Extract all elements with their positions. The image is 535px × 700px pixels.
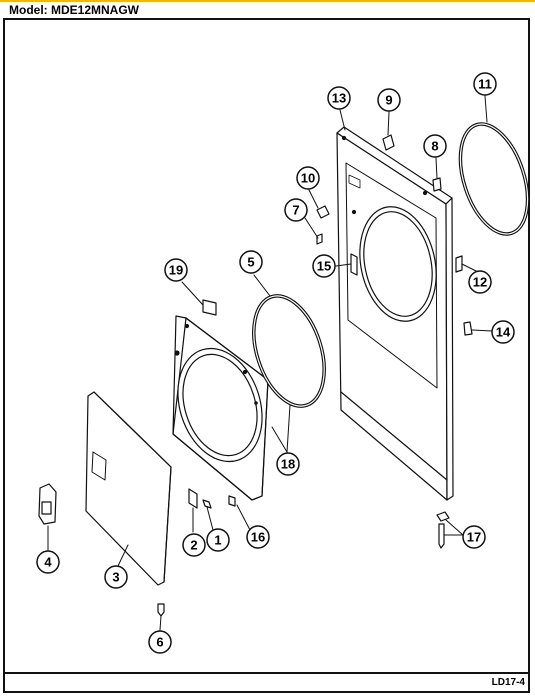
callout-group: 13 9 11 8 10 7 15 12 14 5 19 18 16 1 2 3… bbox=[36, 72, 515, 654]
callout-3: 3 bbox=[104, 565, 128, 589]
leader-lines bbox=[47, 95, 493, 631]
callout-18: 18 bbox=[276, 452, 300, 476]
top-accent-strip bbox=[0, 0, 535, 2]
callout-1-label: 1 bbox=[214, 533, 221, 548]
callout-1: 1 bbox=[206, 528, 230, 552]
callout-14-label: 14 bbox=[496, 325, 511, 340]
callout-13: 13 bbox=[327, 86, 351, 110]
callout-11: 11 bbox=[473, 72, 497, 96]
callout-5: 5 bbox=[239, 250, 263, 274]
callout-19: 19 bbox=[164, 258, 188, 282]
callout-6-label: 6 bbox=[156, 635, 163, 650]
callout-7-label: 7 bbox=[292, 203, 299, 218]
front-panel bbox=[336, 126, 454, 501]
callout-7: 7 bbox=[284, 198, 308, 222]
callout-11-label: 11 bbox=[478, 77, 492, 92]
callout-10: 10 bbox=[296, 166, 320, 190]
model-label: Model: MDE12MNAGW bbox=[9, 3, 139, 17]
drum-ring-seal bbox=[458, 122, 530, 236]
callout-2: 2 bbox=[182, 533, 206, 557]
callout-17: 17 bbox=[462, 525, 486, 549]
diagram-frame bbox=[3, 18, 530, 693]
small-parts bbox=[38, 134, 473, 617]
footer-divider bbox=[3, 672, 530, 674]
callout-5-label: 5 bbox=[247, 255, 254, 270]
callout-18-label: 18 bbox=[281, 457, 295, 472]
callout-16-label: 16 bbox=[251, 530, 265, 545]
callout-13-label: 13 bbox=[332, 91, 346, 106]
callout-8-label: 8 bbox=[431, 139, 438, 154]
callout-9: 9 bbox=[377, 88, 401, 112]
callout-16: 16 bbox=[246, 525, 270, 549]
callout-4-label: 4 bbox=[44, 555, 52, 570]
callout-6: 6 bbox=[148, 630, 172, 654]
callout-14: 14 bbox=[491, 320, 515, 344]
callout-15: 15 bbox=[312, 254, 336, 278]
callout-4: 4 bbox=[36, 550, 60, 574]
door-outer-panel bbox=[85, 391, 172, 586]
door-ring-seal bbox=[252, 294, 326, 408]
callout-9-label: 9 bbox=[385, 93, 392, 108]
callout-12: 12 bbox=[468, 270, 492, 294]
callout-3-label: 3 bbox=[112, 570, 119, 585]
callout-15-label: 15 bbox=[317, 259, 331, 274]
door-frame bbox=[172, 315, 269, 501]
callout-17-label: 17 bbox=[467, 530, 481, 545]
callout-10-label: 10 bbox=[301, 171, 315, 186]
callout-8: 8 bbox=[423, 134, 447, 158]
diagram-code: LD17-4 bbox=[491, 677, 525, 688]
callout-19-label: 19 bbox=[169, 263, 183, 278]
callout-2-label: 2 bbox=[190, 538, 197, 553]
callout-12-label: 12 bbox=[473, 275, 487, 290]
